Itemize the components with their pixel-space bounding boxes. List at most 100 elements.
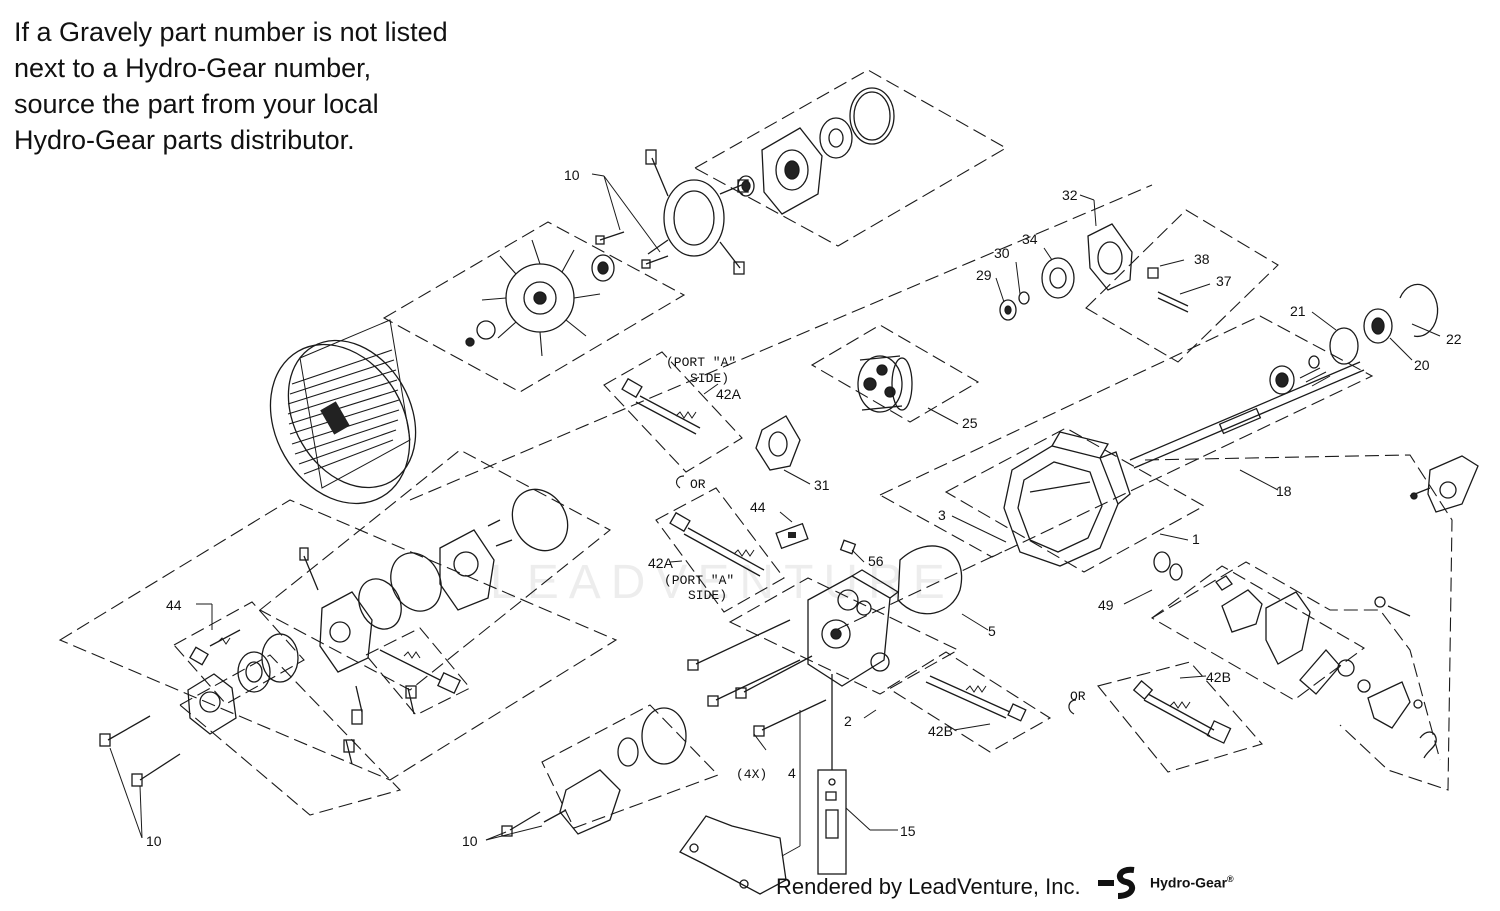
callout-42a: 42A <box>716 386 742 402</box>
cooling-fan <box>465 239 601 357</box>
callout-4x: (4X) <box>736 767 767 782</box>
frame-right-bracket <box>1151 565 1365 701</box>
frame-right-outer <box>1144 454 1453 791</box>
callout-44: 44 <box>750 499 766 515</box>
callout-42b: 42B <box>1206 669 1231 685</box>
port-a-note: SIDE) <box>690 371 729 386</box>
callout-29: 29 <box>976 267 992 283</box>
port-a-note: SIDE) <box>688 588 727 603</box>
frame-top-flange <box>693 69 1008 247</box>
note-line: next to a Hydro-Gear number, <box>14 53 372 83</box>
note-line: source the part from your local <box>14 89 379 119</box>
frame-fan <box>382 221 686 393</box>
callout-4: 4 <box>788 765 796 781</box>
callout-34: 34 <box>1022 231 1038 247</box>
frame-left-upper <box>259 449 611 691</box>
sourcing-note: If a Gravely part number is not listed n… <box>14 14 534 158</box>
valve-42a-mid <box>669 511 765 577</box>
callout-42b: 42B <box>928 723 953 739</box>
frame-center-block <box>728 577 960 695</box>
callout-3: 3 <box>938 507 946 523</box>
main-housing <box>1003 431 1131 567</box>
hydro-gear-logo-icon <box>1098 866 1136 899</box>
gear-group <box>999 223 1189 321</box>
top-flange <box>737 87 895 215</box>
frame-left-valve2 <box>365 627 471 716</box>
bearing-ring-group <box>1329 283 1439 365</box>
control-arm <box>1409 455 1479 513</box>
brand-name: Hydro-Gear® <box>1150 874 1234 891</box>
frame-left-bottom <box>179 654 402 816</box>
leader-lines <box>109 173 1441 857</box>
callout-38: 38 <box>1194 251 1210 267</box>
callout-2: 2 <box>844 713 852 729</box>
mounting-bracket <box>679 815 787 895</box>
callout-10: 10 <box>462 833 478 849</box>
frame-valve-42a-mid <box>655 487 785 613</box>
render-credit: Rendered by LeadVenture, Inc. <box>776 874 1081 899</box>
callout-10: 10 <box>146 833 162 849</box>
input-shaft <box>1129 355 1365 469</box>
callout-31: 31 <box>814 477 830 493</box>
center-block <box>807 539 900 687</box>
left-bolts <box>99 715 181 787</box>
or-note: OR <box>690 477 706 492</box>
frame-link <box>835 551 1003 631</box>
frame-right-lower <box>1151 561 1441 761</box>
frame-valve-42a-top <box>603 351 743 473</box>
frame-left-valve <box>173 601 305 705</box>
callout-10: 10 <box>564 167 580 183</box>
thrust-plate <box>755 415 801 471</box>
left-pump <box>319 488 569 673</box>
callout-37: 37 <box>1216 273 1232 289</box>
callout-22: 22 <box>1446 331 1462 347</box>
valve-42b-right <box>1132 679 1232 744</box>
bottom-cover <box>501 707 687 837</box>
id-label-plate <box>775 522 809 550</box>
frame-link <box>409 184 1153 501</box>
rotation-arrows <box>675 475 1077 715</box>
callout-25: 25 <box>962 415 978 431</box>
frame-left-big <box>58 499 618 781</box>
frame-42b-right <box>1097 661 1263 773</box>
callout-21: 21 <box>1290 303 1306 319</box>
bleed-valve <box>817 674 847 875</box>
frame-shaft <box>878 315 1374 558</box>
callout-49: 49 <box>1098 597 1114 613</box>
frame-gear-group <box>1085 209 1279 363</box>
port-a-note: (PORT "A" <box>666 355 736 370</box>
callout-42a: 42A <box>648 555 674 571</box>
port-a-note: (PORT "A" <box>664 573 734 588</box>
left-hub <box>187 633 299 735</box>
linkage-group <box>1221 589 1437 759</box>
frame-42b-mid <box>886 651 1052 753</box>
left-fittings <box>189 547 461 765</box>
center-bolts <box>687 619 827 737</box>
callout-1: 1 <box>1192 531 1200 547</box>
callout-32: 32 <box>1062 187 1078 203</box>
frame-bottom-cover <box>541 704 719 829</box>
callout-56: 56 <box>868 553 884 569</box>
note-line: Hydro-Gear parts distributor. <box>14 125 355 155</box>
callout-5: 5 <box>988 623 996 639</box>
cylinder-block <box>857 355 913 413</box>
note-line: If a Gravely part number is not listed <box>14 17 448 47</box>
gasket <box>897 545 963 615</box>
valve-42b-mid <box>925 675 1027 722</box>
frame-shaft-ring <box>810 324 980 423</box>
valve-42a-top <box>621 377 701 435</box>
washer-group <box>1153 551 1233 591</box>
assembly-frames <box>58 69 1453 829</box>
hydro-gear-logo: Hydro-Gear® <box>1098 866 1258 902</box>
callout-44: 44 <box>166 597 182 613</box>
callout-30: 30 <box>994 245 1010 261</box>
fan-shroud <box>269 319 417 505</box>
callout-15: 15 <box>900 823 916 839</box>
or-note: OR <box>1070 689 1086 704</box>
fan-bearing <box>591 231 669 282</box>
frame-housing <box>944 427 1206 573</box>
callout-20: 20 <box>1414 357 1430 373</box>
callout-18: 18 <box>1276 483 1292 499</box>
